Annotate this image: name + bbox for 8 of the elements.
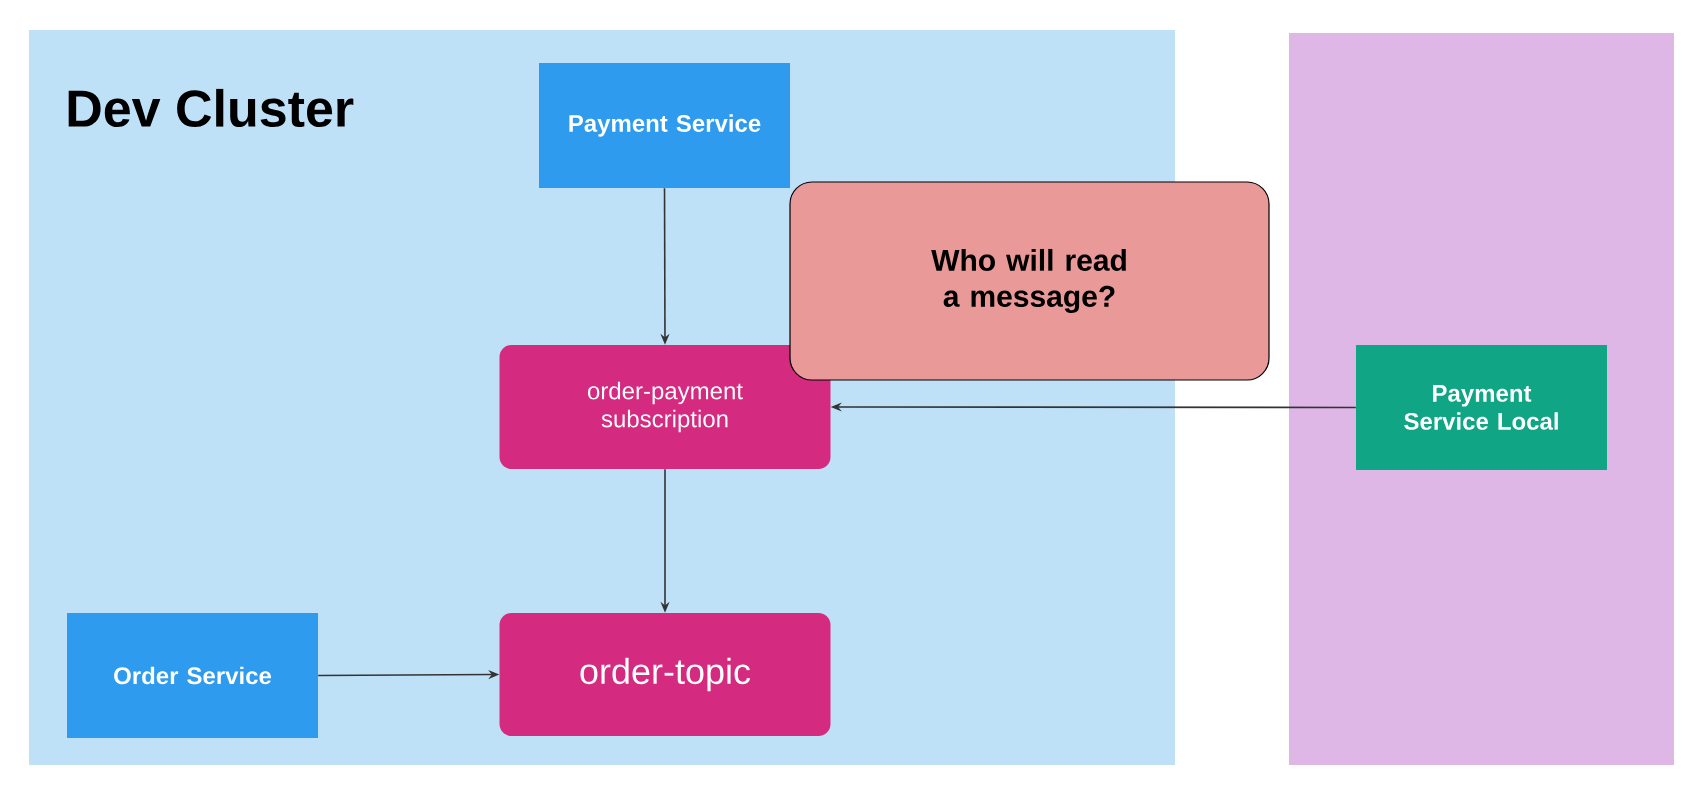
callout-box: Who will read a message? xyxy=(789,181,1270,381)
service-box: Payment Service xyxy=(539,63,790,188)
subscription-box: order-payment subscription xyxy=(499,345,831,469)
docker-band xyxy=(1289,33,1674,765)
topic-box: order-topic xyxy=(499,613,831,736)
band-title: Dev Cluster xyxy=(68,88,354,128)
service-box: Order Service xyxy=(67,613,318,738)
service-box: Payment Service Local xyxy=(1356,345,1607,470)
